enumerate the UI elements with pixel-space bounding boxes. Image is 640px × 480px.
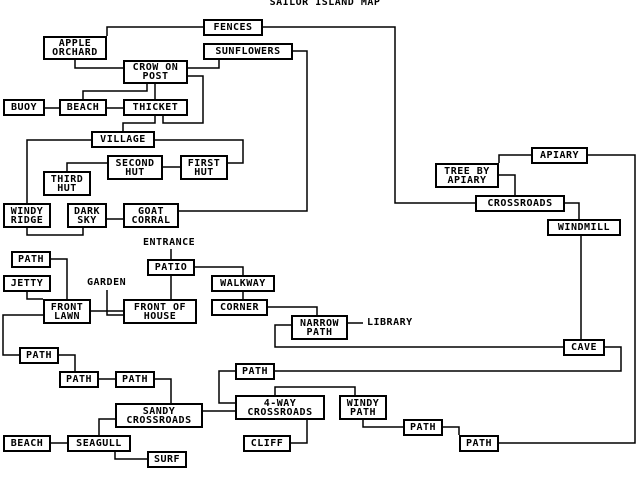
room-windy-path[interactable]: WINDY PATH <box>339 395 387 420</box>
connection-path-cave-to-four-way-crossroads <box>218 370 235 404</box>
room-front-of-house[interactable]: FRONT OF HOUSE <box>123 299 197 324</box>
room-crossroads[interactable]: CROSSROADS <box>475 195 565 212</box>
connection-sandy-crossroads-to-seagull <box>98 418 115 435</box>
connection-tree-by-apiary-to-crossroads <box>499 174 516 195</box>
room-path-se2[interactable]: PATH <box>459 435 499 452</box>
connection-garden-to-front-of-house <box>106 290 123 316</box>
connection-apiary-to-tree-by-apiary <box>498 154 531 163</box>
label-entrance: ENTRANCE <box>143 237 196 248</box>
connection-path-w-to-path-sw1 <box>59 354 76 371</box>
connection-narrow-path-to-cave <box>274 324 563 348</box>
connection-village-to-thicket <box>122 116 156 131</box>
room-narrow-path[interactable]: NARROW PATH <box>291 315 348 340</box>
room-crow-on-post[interactable]: CROW ON POST <box>123 60 188 84</box>
map-title: SAILOR ISLAND MAP <box>269 0 381 8</box>
connection-windy-path-to-path-se1 <box>362 420 403 428</box>
connection-corner-to-narrow-path <box>268 306 318 315</box>
room-buoy[interactable]: BUOY <box>3 99 45 116</box>
connection-windy-ridge-to-dark-sky <box>26 228 84 236</box>
room-cave[interactable]: CAVE <box>563 339 605 356</box>
room-apiary[interactable]: APIARY <box>531 147 588 164</box>
room-first-hut[interactable]: FIRST HUT <box>180 155 228 180</box>
connection-apiary-to-path-se2 <box>499 154 636 444</box>
room-thicket[interactable]: THICKET <box>123 99 188 116</box>
connection-crow-on-post-to-beach-north <box>82 84 148 99</box>
room-windy-ridge[interactable]: WINDY RIDGE <box>3 203 51 228</box>
connection-seagull-to-surf <box>114 452 147 460</box>
connection-village-to-first-hut <box>155 139 244 164</box>
room-path-nw[interactable]: PATH <box>11 251 51 268</box>
room-dark-sky[interactable]: DARK SKY <box>67 203 107 228</box>
room-sandy-crossroads[interactable]: SANDY CROSSROADS <box>115 403 203 428</box>
connection-apple-orchard-to-crow-on-post <box>74 60 123 69</box>
room-windmill[interactable]: WINDMILL <box>547 219 621 236</box>
room-patio[interactable]: PATIO <box>147 259 195 276</box>
room-surf[interactable]: SURF <box>147 451 187 468</box>
connection-fences-to-apple-orchard <box>106 26 203 36</box>
connection-path-nw-to-front-lawn <box>51 258 68 299</box>
room-path-sw1[interactable]: PATH <box>59 371 99 388</box>
connection-four-way-crossroads-to-windy-path <box>274 386 356 395</box>
room-apple-orchard[interactable]: APPLE ORCHARD <box>43 36 107 60</box>
room-path-cave[interactable]: PATH <box>235 363 275 380</box>
room-second-hut[interactable]: SECOND HUT <box>107 155 163 180</box>
connection-crossroads-to-windmill <box>565 202 580 219</box>
connection-sunflowers-to-goat-corral <box>179 50 308 212</box>
connection-front-lawn-to-path-w <box>2 314 43 356</box>
connection-path-sw2-to-sandy-crossroads <box>155 378 172 403</box>
room-seagull[interactable]: SEAGULL <box>67 435 131 452</box>
connection-second-hut-to-third-hut <box>66 162 107 171</box>
connection-village-to-windy-ridge <box>26 139 91 203</box>
connection-jetty-to-front-lawn <box>26 292 43 300</box>
room-jetty[interactable]: JETTY <box>3 275 51 292</box>
label-library: LIBRARY <box>367 317 413 328</box>
label-garden: GARDEN <box>87 277 127 288</box>
connection-sunflowers-to-crow-on-post <box>188 60 220 69</box>
room-beach-south[interactable]: BEACH <box>3 435 51 452</box>
room-beach-north[interactable]: BEACH <box>59 99 107 116</box>
room-tree-by-apiary[interactable]: TREE BY APIARY <box>435 163 499 188</box>
room-walkway[interactable]: WALKWAY <box>211 275 275 292</box>
room-path-se1[interactable]: PATH <box>403 419 443 436</box>
room-fences[interactable]: FENCES <box>203 19 263 36</box>
room-front-lawn[interactable]: FRONT LAWN <box>43 299 91 324</box>
room-village[interactable]: VILLAGE <box>91 131 155 148</box>
connection-crow-on-post-to-thicket <box>162 75 204 124</box>
room-cliff[interactable]: CLIFF <box>243 435 291 452</box>
room-sunflowers[interactable]: SUNFLOWERS <box>203 43 293 60</box>
connection-cave-to-path-cave <box>275 346 622 372</box>
connection-patio-to-walkway <box>195 266 244 275</box>
room-goat-corral[interactable]: GOAT CORRAL <box>123 203 179 228</box>
room-four-way-crossroads[interactable]: 4-WAY CROSSROADS <box>235 395 325 420</box>
room-third-hut[interactable]: THIRD HUT <box>43 171 91 196</box>
room-corner[interactable]: CORNER <box>211 299 268 316</box>
connection-path-se1-to-path-se2 <box>443 426 460 435</box>
room-path-w[interactable]: PATH <box>19 347 59 364</box>
connection-fences-to-crossroads <box>263 26 475 204</box>
connection-four-way-crossroads-to-cliff <box>291 420 308 444</box>
room-path-sw2[interactable]: PATH <box>115 371 155 388</box>
